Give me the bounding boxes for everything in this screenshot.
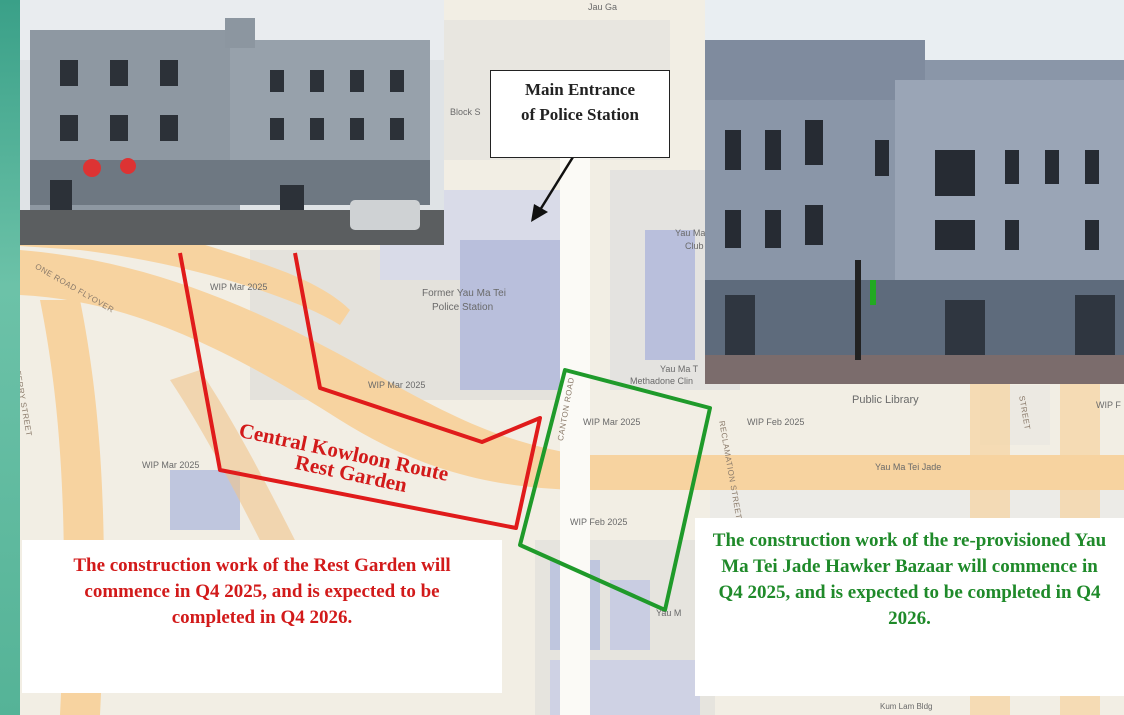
map-label-wip: WIP Mar 2025 bbox=[583, 417, 641, 427]
map-label-wip: WIP Mar 2025 bbox=[210, 282, 268, 292]
left-frame-strip bbox=[0, 0, 20, 715]
map-label-block: Block S bbox=[450, 107, 481, 117]
map-label-police-station: Police Station bbox=[432, 302, 494, 313]
map-label-wip: WIP Feb 2025 bbox=[570, 517, 628, 527]
map-label-wip: WIP Mar 2025 bbox=[142, 460, 200, 470]
map-block bbox=[170, 470, 240, 530]
map-label-building: Kum Lam Bldg bbox=[880, 702, 933, 711]
map-label-methadone: Yau Ma T bbox=[660, 364, 699, 374]
map-label-wip: WIP F bbox=[1096, 400, 1121, 410]
club-building bbox=[645, 230, 695, 360]
map-label-public-library: Public Library bbox=[852, 394, 919, 406]
police-station-building bbox=[460, 240, 560, 390]
bazaar-outline bbox=[518, 368, 712, 612]
flyover-road bbox=[20, 250, 1124, 490]
map-label-methadone: Methadone Clin bbox=[630, 376, 694, 386]
callout-arrow-head bbox=[531, 204, 548, 222]
callout-arrow-line bbox=[538, 156, 575, 211]
jade-bazaar-note: The construction work of the re-provisio… bbox=[695, 518, 1124, 696]
police-station-photo-left bbox=[20, 0, 444, 245]
map-label-police-station: Former Yau Ma Tei bbox=[422, 288, 506, 299]
callout-line: of Police Station bbox=[520, 105, 640, 124]
map-label-building: Yau M bbox=[656, 608, 682, 618]
canton-road bbox=[560, 150, 590, 715]
police-station-photo-right bbox=[705, 0, 1124, 384]
map-label-club: Yau Ma T bbox=[675, 228, 714, 238]
map-label-wip: WIP Mar 2025 bbox=[368, 380, 426, 390]
map-label-jade: Yau Ma Tei Jade bbox=[875, 462, 942, 472]
map-label-wip: WIP Feb 2025 bbox=[747, 417, 805, 427]
rest-garden-note: The construction work of the Rest Garden… bbox=[22, 540, 502, 693]
map-block bbox=[610, 580, 650, 650]
map-label-building: Jau Ga bbox=[588, 2, 618, 12]
main-entrance-callout: Main Entrance of Police Station bbox=[490, 70, 670, 158]
callout-line: Main Entrance bbox=[524, 80, 636, 99]
map-label-club: Club bbox=[685, 241, 704, 251]
rest-garden-outline bbox=[178, 252, 542, 530]
